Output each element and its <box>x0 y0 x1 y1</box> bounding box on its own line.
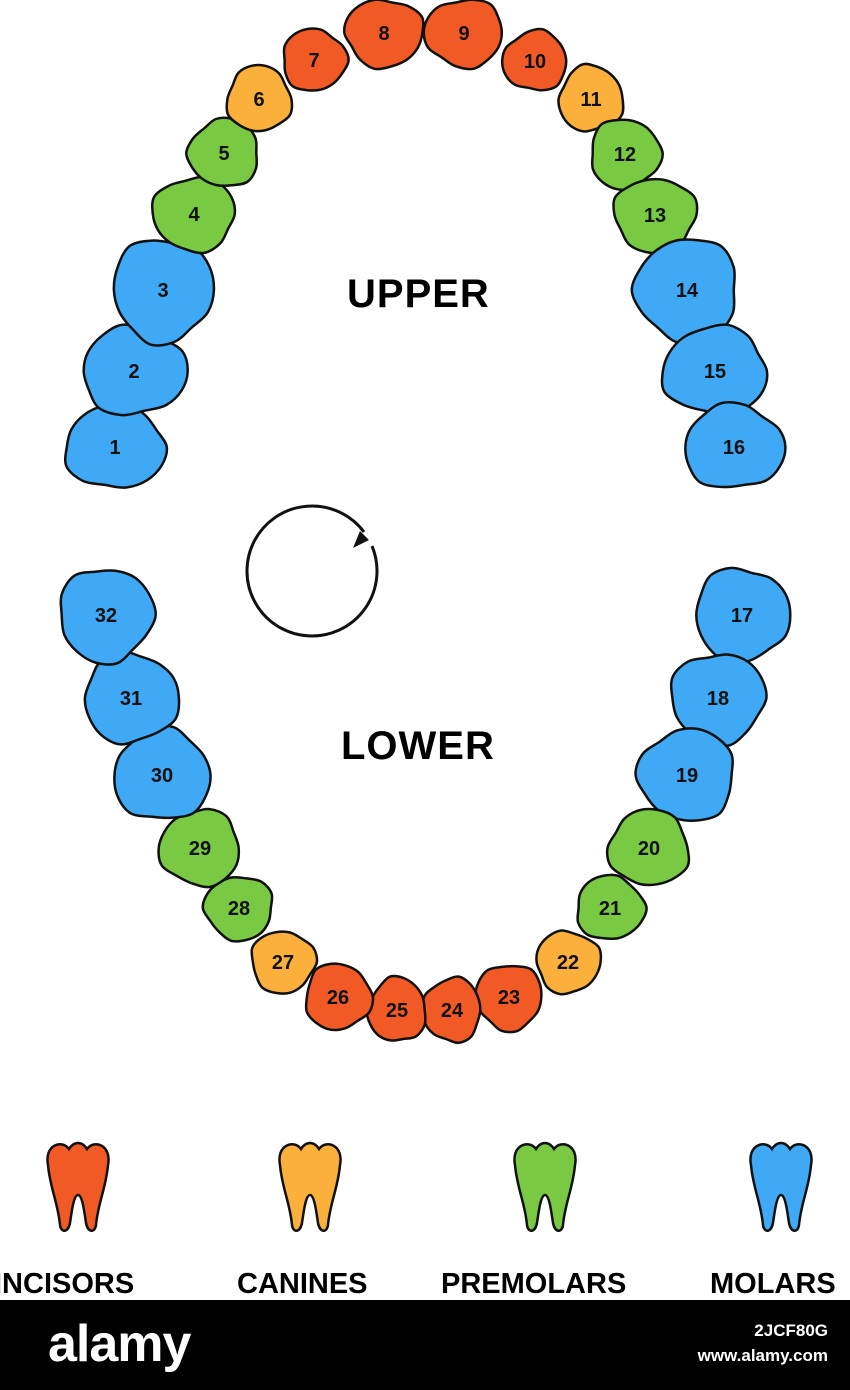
tooth-number: 20 <box>638 838 660 860</box>
tooth-number: 25 <box>386 1000 408 1022</box>
tooth-shape <box>83 649 181 746</box>
tooth-number: 17 <box>731 605 753 627</box>
tooth-shape <box>225 63 294 133</box>
legend-premolars-tooth-icon <box>513 1141 577 1232</box>
tooth-number: 19 <box>676 765 698 787</box>
tooth-8: 8 <box>342 0 425 71</box>
tooth-number: 9 <box>458 23 469 45</box>
tooth-14: 14 <box>630 238 736 345</box>
tooth-shape <box>157 807 241 889</box>
tooth-number: 2 <box>128 361 139 383</box>
tooth-19: 19 <box>634 727 734 822</box>
tooth-32: 32 <box>59 569 157 666</box>
tooth-number: 24 <box>441 1000 464 1022</box>
tooth-number: 30 <box>151 765 173 787</box>
tooth-31: 31 <box>83 649 181 746</box>
tooth-16: 16 <box>684 401 787 489</box>
tooth-shape <box>342 0 425 71</box>
tooth-number: 21 <box>599 898 621 920</box>
tooth-shape <box>605 807 691 887</box>
tooth-number: 11 <box>580 89 601 111</box>
tooth-shape <box>59 569 157 666</box>
tooth-shape <box>500 27 568 92</box>
tooth-shape <box>684 401 787 489</box>
tooth-shape <box>535 929 603 996</box>
tooth-number: 26 <box>327 987 349 1009</box>
tooth-17: 17 <box>695 566 792 667</box>
tooth-number: 32 <box>95 605 117 627</box>
tooth-4: 4 <box>151 175 237 255</box>
tooth-number: 10 <box>524 51 546 73</box>
tooth-shape <box>634 727 734 822</box>
tooth-number: 31 <box>120 688 142 710</box>
tooth-number: 27 <box>272 952 294 974</box>
tooth-number: 5 <box>218 143 229 165</box>
tooth-shape <box>201 875 274 943</box>
tooth-28: 28 <box>201 875 274 943</box>
tooth-number: 6 <box>253 89 264 111</box>
legend-incisors-tooth-icon <box>46 1141 110 1232</box>
watermark-bar: alamy 2JCF80G www.alamy.com <box>0 1300 850 1390</box>
legend-label-premolars: PREMOLARS <box>441 1268 627 1300</box>
tooth-shape <box>669 653 768 748</box>
tooth-number: 22 <box>557 952 579 974</box>
tooth-number: 3 <box>157 280 168 302</box>
tooth-number: 12 <box>614 144 636 166</box>
tooth-15: 15 <box>660 323 769 417</box>
tooth-24: 24 <box>421 975 482 1045</box>
tooth-shape <box>113 724 212 820</box>
tooth-21: 21 <box>576 873 648 941</box>
legend-label-incisors: INCISORS <box>0 1268 135 1300</box>
tooth-shape <box>695 566 792 667</box>
watermark-site: www.alamy.com <box>697 1346 828 1365</box>
tooth-number: 7 <box>308 50 319 72</box>
tooth-shape <box>422 0 504 71</box>
tooth-10: 10 <box>500 27 568 92</box>
counterclockwise-arrow-icon <box>245 504 379 638</box>
tooth-6: 6 <box>225 63 294 133</box>
tooth-30: 30 <box>113 724 212 820</box>
tooth-number: 18 <box>707 688 729 710</box>
tooth-25: 25 <box>365 974 427 1042</box>
tooth-shape <box>304 962 375 1032</box>
legend-icons <box>46 1141 813 1232</box>
tooth-number: 4 <box>188 204 200 226</box>
tooth-22: 22 <box>535 929 603 996</box>
lower-arch-label: LOWER <box>341 724 495 768</box>
tooth-9: 9 <box>422 0 504 71</box>
tooth-number: 29 <box>189 838 211 860</box>
tooth-29: 29 <box>157 807 241 889</box>
upper-arch-label: UPPER <box>347 272 490 316</box>
tooth-26: 26 <box>304 962 375 1032</box>
legend-label-canines: CANINES <box>237 1268 368 1300</box>
tooth-number: 15 <box>704 361 726 383</box>
tooth-number: 14 <box>676 280 699 302</box>
tooth-shape <box>576 873 648 941</box>
tooth-20: 20 <box>605 807 691 887</box>
tooth-12: 12 <box>590 118 664 192</box>
tooth-18: 18 <box>669 653 768 748</box>
tooth-number: 16 <box>723 437 745 459</box>
tooth-shape <box>250 930 319 995</box>
tooth-23: 23 <box>474 964 543 1034</box>
tooth-7: 7 <box>282 27 350 92</box>
tooth-11: 11 <box>557 62 625 133</box>
tooth-number: 8 <box>378 23 389 45</box>
watermark-info: 2JCF80G www.alamy.com <box>698 1318 828 1368</box>
legend-molars-tooth-icon <box>749 1141 813 1232</box>
tooth-number: 13 <box>644 205 666 227</box>
tooth-number: 1 <box>109 437 120 459</box>
image-code: 2JCF80G <box>754 1321 828 1340</box>
tooth-number: 28 <box>228 898 250 920</box>
legend-label-molars: MOLARS <box>710 1268 836 1300</box>
tooth-shape <box>282 27 350 92</box>
tooth-number: 23 <box>498 987 520 1009</box>
watermark-logo: alamy <box>48 1315 191 1373</box>
legend-canines-tooth-icon <box>278 1141 342 1232</box>
tooth-27: 27 <box>250 930 319 995</box>
